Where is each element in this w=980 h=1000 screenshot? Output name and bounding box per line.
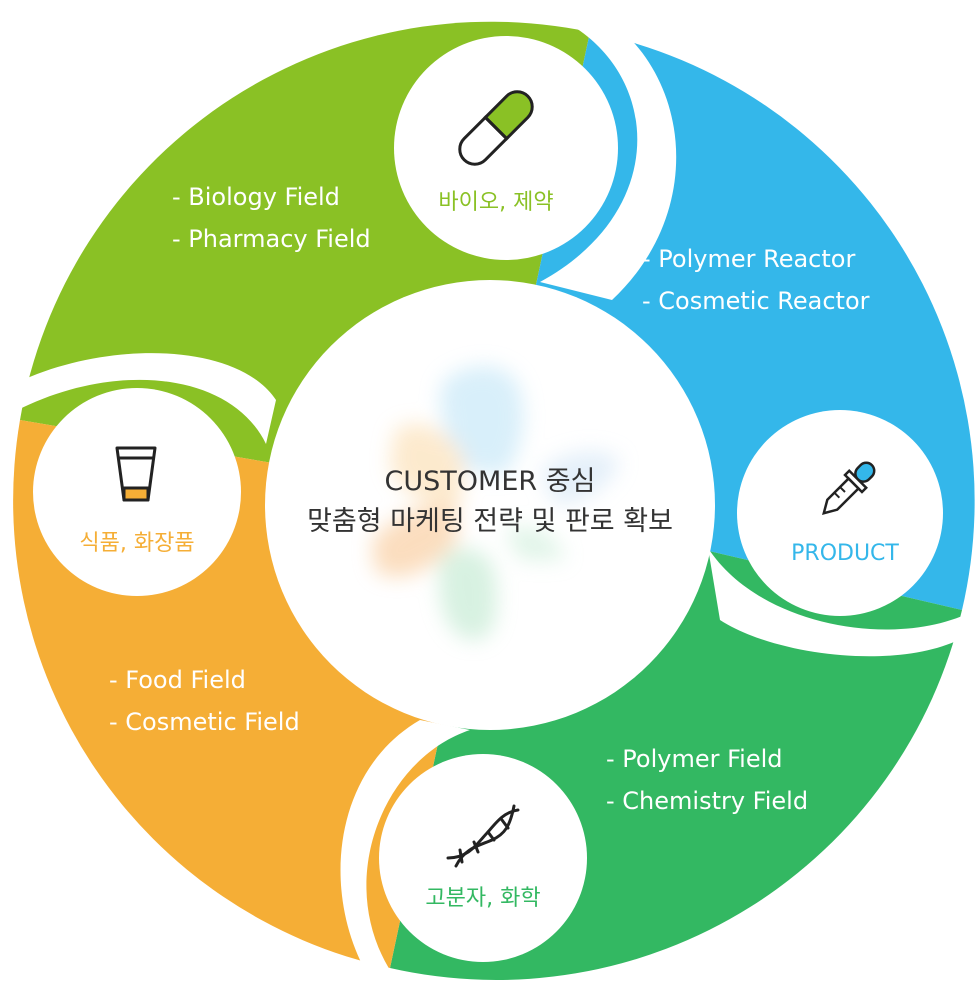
field-item: - Cosmetic Field <box>109 708 300 736</box>
fields-bio: - Biology Field - Pharmacy Field <box>172 176 371 260</box>
center-line-2: 맞춤형 마케팅 전략 및 판로 확보 <box>307 506 673 537</box>
field-item: - Pharmacy Field <box>172 225 371 253</box>
field-item: - Biology Field <box>172 183 340 211</box>
center-circle <box>265 280 715 730</box>
dna-icon <box>446 804 520 868</box>
label-bio: 바이오, 제약 <box>438 190 554 215</box>
center-line-1: CUSTOMER 중심 <box>384 466 596 497</box>
fields-polymer: - Polymer Field - Chemistry Field <box>606 738 808 822</box>
node-circle-polymer <box>379 754 587 962</box>
capsule-icon <box>458 90 534 166</box>
dropper-icon <box>822 461 876 515</box>
cup-icon <box>115 446 157 502</box>
center-title: CUSTOMER 중심 맞춤형 마케팅 전략 및 판로 확보 <box>307 462 673 542</box>
label-product: PRODUCT <box>791 541 899 566</box>
fields-product: - Polymer Reactor - Cosmetic Reactor <box>642 238 870 322</box>
field-item: - Polymer Reactor <box>642 245 856 273</box>
gap-product-polymer <box>708 548 975 657</box>
gap-polymer-food <box>340 720 470 982</box>
label-food: 식품, 화장품 <box>79 531 195 556</box>
node-circle-product <box>737 410 943 616</box>
field-item: - Cosmetic Reactor <box>642 287 870 315</box>
gap-bio-product <box>540 14 677 300</box>
gap-food-bio <box>10 353 276 444</box>
field-item: - Food Field <box>109 666 246 694</box>
label-polymer: 고분자, 화학 <box>425 886 541 911</box>
field-item: - Polymer Field <box>606 745 783 773</box>
fields-food: - Food Field - Cosmetic Field <box>109 659 300 743</box>
node-circle-bio <box>394 36 618 260</box>
field-item: - Chemistry Field <box>606 787 809 815</box>
watermark-logo <box>372 366 620 640</box>
